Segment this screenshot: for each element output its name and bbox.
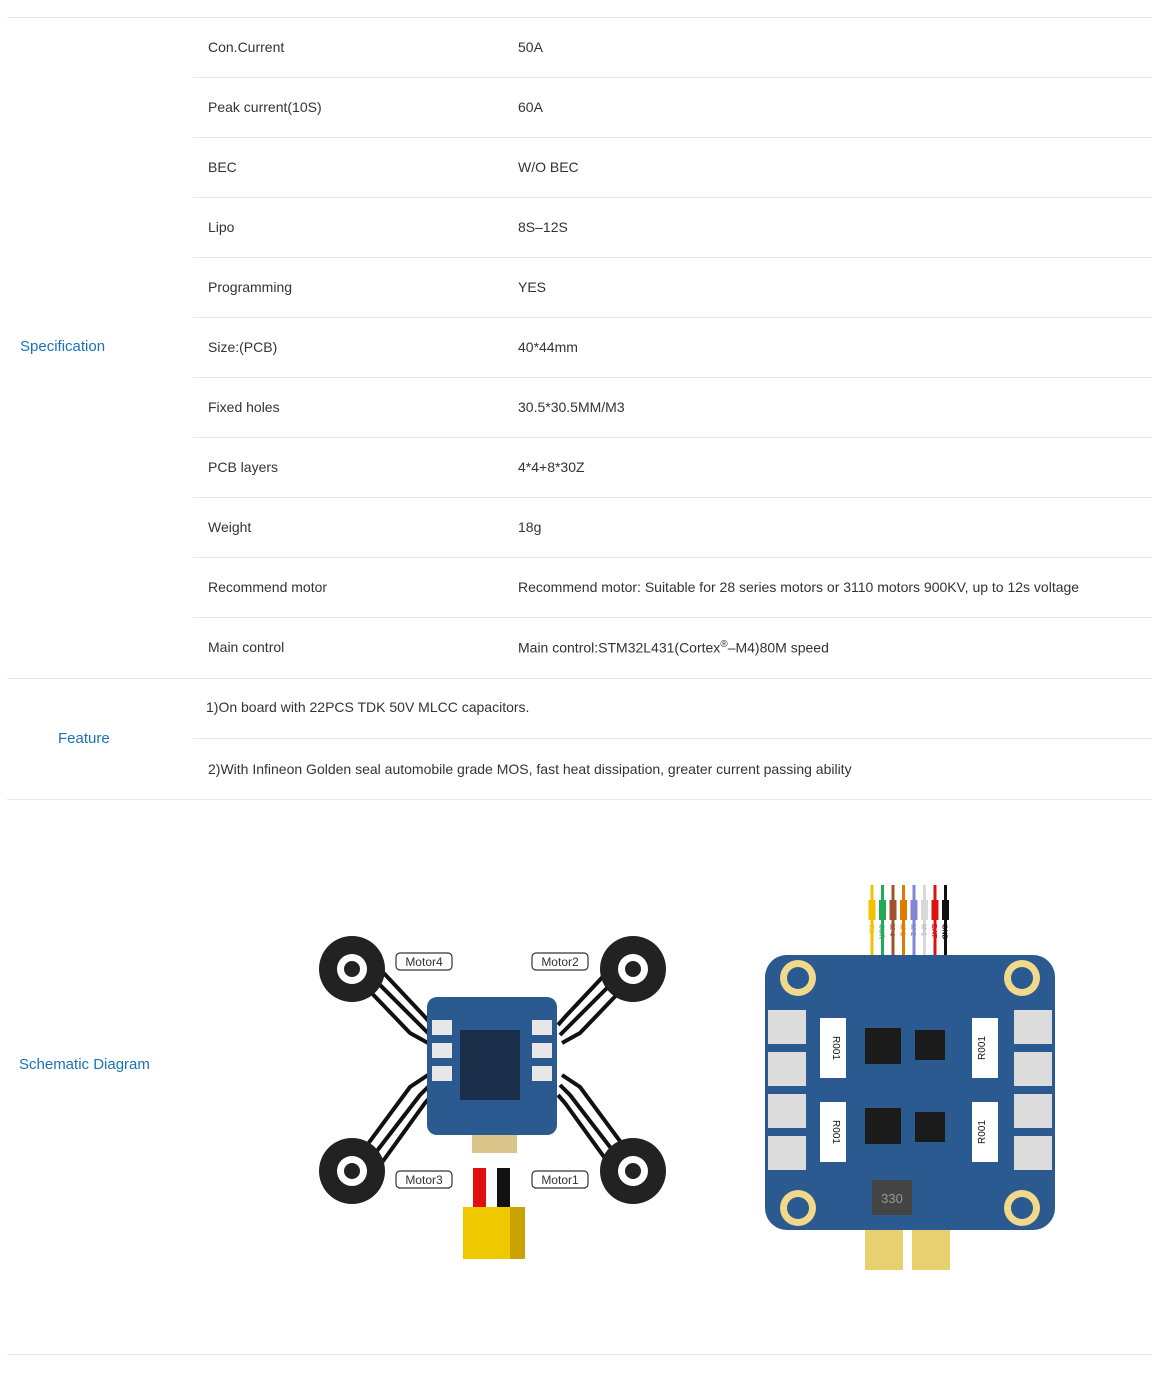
spec-key: Main control xyxy=(208,639,285,655)
wire-label: GND xyxy=(941,924,948,940)
divider xyxy=(193,257,1152,258)
wiring-diagram: Motor4 Motor2 Motor3 Motor1 xyxy=(319,936,666,1259)
divider xyxy=(193,557,1152,558)
motor-icon xyxy=(319,936,666,1204)
wire-label: M-1 xyxy=(920,924,927,936)
divider xyxy=(193,77,1152,78)
wire-label: M-2 xyxy=(909,924,916,936)
spec-key: Size:(PCB) xyxy=(208,339,278,355)
spec-value: 60A xyxy=(518,99,543,115)
spec-key: Weight xyxy=(208,519,252,535)
divider xyxy=(7,17,1152,18)
svg-text:R001: R001 xyxy=(977,1120,988,1144)
divider xyxy=(193,317,1152,318)
motor-label: Motor2 xyxy=(541,955,579,969)
divider xyxy=(193,497,1152,498)
feature-item: 2)With Infineon Golden seal automobile g… xyxy=(208,761,852,777)
divider xyxy=(7,678,1152,679)
spec-value-part: Main control:STM32L431(Cortex xyxy=(518,639,721,656)
wire-label: CUR xyxy=(878,924,885,939)
spec-key: Lipo xyxy=(208,219,235,235)
divider xyxy=(193,137,1152,138)
divider xyxy=(193,738,1152,739)
motor-label: Motor3 xyxy=(405,1173,443,1187)
spec-value: W/O BEC xyxy=(518,159,579,175)
divider xyxy=(7,799,1152,800)
section-label-feature: Feature xyxy=(58,730,110,747)
svg-text:R001: R001 xyxy=(830,1120,841,1144)
spec-value-part: –M4)80M speed xyxy=(727,639,829,656)
spec-value: 40*44mm xyxy=(518,339,578,355)
section-label-schematic: Schematic Diagram xyxy=(19,1056,150,1073)
divider xyxy=(193,197,1152,198)
motor-label: Motor4 xyxy=(405,955,443,969)
spec-value: Recommend motor: Suitable for 28 series … xyxy=(518,579,1080,595)
wire-label: TX xyxy=(867,924,874,933)
spec-value: Main control:STM32L431(Cortex®–M4)80M sp… xyxy=(518,639,829,656)
feature-item: 1)On board with 22PCS TDK 50V MLCC capac… xyxy=(206,699,530,715)
spec-key: Recommend motor xyxy=(208,579,328,595)
divider xyxy=(193,377,1152,378)
spec-key: Con.Current xyxy=(208,39,285,55)
section-label-specification: Specification xyxy=(20,338,106,355)
divider xyxy=(193,617,1152,618)
spec-value: 30.5*30.5MM/M3 xyxy=(518,399,625,415)
spec-value: 4*4+8*30Z xyxy=(518,459,585,475)
wire-label: M-4 xyxy=(888,924,895,936)
svg-text:R001: R001 xyxy=(977,1036,988,1060)
divider xyxy=(7,1354,1152,1355)
spec-value: 50A xyxy=(518,39,543,55)
svg-text:330: 330 xyxy=(881,1191,903,1206)
spec-key: Programming xyxy=(208,279,293,295)
spec-key: Peak current(10S) xyxy=(208,99,322,115)
wire-label: M-3 xyxy=(899,924,906,936)
spec-key: PCB layers xyxy=(208,459,279,475)
spec-value: 8S–12S xyxy=(518,219,568,235)
motor-label: Motor1 xyxy=(541,1173,579,1187)
spec-value-part: ® xyxy=(720,639,728,650)
spec-value: YES xyxy=(518,279,547,295)
spec-key: BEC xyxy=(208,159,237,175)
divider xyxy=(193,437,1152,438)
spec-value: 18g xyxy=(518,519,542,535)
spec-key: Fixed holes xyxy=(208,399,280,415)
wire-label: BAT xyxy=(930,924,937,939)
svg-text:R001: R001 xyxy=(830,1036,841,1060)
